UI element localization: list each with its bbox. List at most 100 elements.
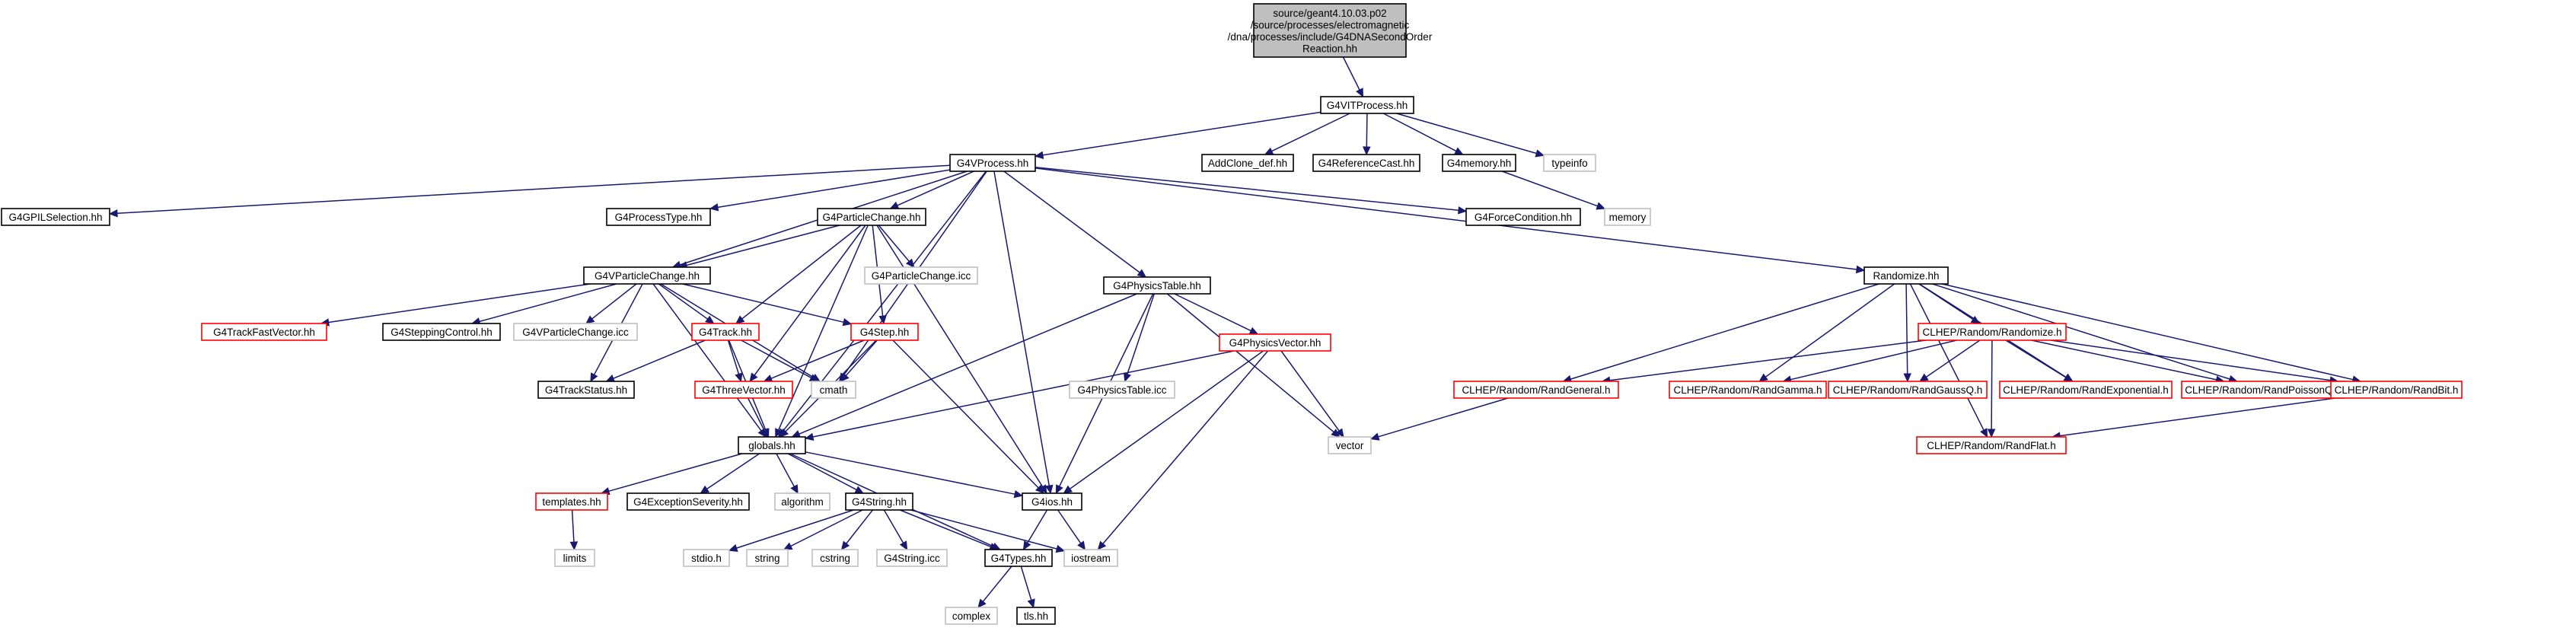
node-clhep-random-randflat-h[interactable]: CLHEP/Random/RandFlat.h — [1916, 436, 2067, 454]
node-algorithm: algorithm — [774, 492, 831, 511]
node-label: string — [754, 553, 779, 564]
node-g4string-hh[interactable]: G4String.hh — [845, 492, 913, 511]
node-g4string-icc: G4String.icc — [876, 549, 948, 567]
node-box — [1320, 96, 1414, 114]
node-g4threevector-hh[interactable]: G4ThreeVector.hh — [694, 381, 793, 399]
node-label: G4ProcessType.hh — [615, 212, 703, 223]
node-templates-hh[interactable]: templates.hh — [535, 492, 608, 511]
node-box — [1669, 381, 1827, 399]
node-randomize-hh[interactable]: Randomize.hh — [1863, 266, 1949, 285]
node-g4physicstable-hh[interactable]: G4PhysicsTable.hh — [1103, 276, 1211, 295]
node-clhep-random-randomize-h[interactable]: CLHEP/Random/Randomize.h — [1918, 323, 2067, 341]
node-g4step-hh[interactable]: G4Step.hh — [850, 323, 919, 341]
node-globals-hh[interactable]: globals.hh — [738, 436, 806, 454]
edge-vitprocess-to-g4memory — [1382, 113, 1464, 155]
node-clhep-random-randgeneral-h[interactable]: CLHEP/Random/RandGeneral.h — [1453, 381, 1619, 399]
node-box — [694, 381, 793, 399]
node-label: cstring — [820, 553, 850, 564]
edge-pchange-to-pchangeicc — [878, 225, 915, 268]
node-label: G4GPILSelection.hh — [8, 212, 102, 223]
node-box — [817, 208, 926, 226]
node-box — [1, 208, 110, 226]
node-vector: vector — [1328, 436, 1372, 454]
edge-vprocess-to-proctype — [709, 169, 951, 212]
node-g4trackstatus-hh[interactable]: G4TrackStatus.hh — [537, 381, 635, 399]
node-g4forcecondition-hh[interactable]: G4ForceCondition.hh — [1465, 208, 1581, 226]
edge-randomize-to-randgeneral — [1562, 283, 1879, 383]
node-addclone-def-hh[interactable]: AddClone_def.hh — [1201, 154, 1294, 172]
node-clhep-random-randpoissonq-h[interactable]: CLHEP/Random/RandPoissonQ.h — [2181, 381, 2345, 399]
node-box — [1022, 492, 1082, 511]
node-label: typeinfo — [1551, 158, 1587, 169]
node-g4physicstable-icc: G4PhysicsTable.icc — [1069, 381, 1175, 399]
node-g4vitprocess-hh[interactable]: G4VITProcess.hh — [1320, 96, 1414, 114]
node-box — [535, 492, 608, 511]
edge-g4ios-to-g4types — [1022, 509, 1048, 551]
edge-pchange-to-g4ios — [876, 225, 1047, 495]
node-label: G4String.icc — [884, 553, 940, 564]
edge-clheprandomize-to-randbit — [2050, 339, 2339, 384]
node-box — [1253, 3, 1407, 58]
node-label: CLHEP/Random/RandGamma.h — [1673, 384, 1822, 396]
node-g4vparticlechange-hh[interactable]: G4VParticleChange.hh — [583, 266, 711, 285]
edge-root-to-vitprocess — [1342, 56, 1364, 98]
edge-physvector-to-globals — [804, 350, 1235, 441]
node-g4steppingcontrol-hh[interactable]: G4SteppingControl.hh — [382, 323, 501, 341]
edge-templates-to-limits — [569, 509, 579, 551]
node-g4gpilselection-hh[interactable]: G4GPILSelection.hh — [1, 208, 110, 226]
node-g4track-hh[interactable]: G4Track.hh — [691, 323, 760, 341]
node-box — [1069, 381, 1175, 399]
node-box — [683, 549, 730, 567]
node-tls-hh[interactable]: tls.hh — [1016, 607, 1056, 625]
node-g4exceptionseverity-hh[interactable]: G4ExceptionSeverity.hh — [626, 492, 750, 511]
edge-globals-to-g4ios — [805, 451, 1024, 499]
node-g4referencecast-hh[interactable]: G4ReferenceCast.hh — [1312, 154, 1420, 172]
node-clhep-random-randgaussq-h[interactable]: CLHEP/Random/RandGaussQ.h — [1828, 381, 1988, 399]
node-string: string — [746, 549, 789, 567]
node-typeinfo: typeinfo — [1543, 154, 1596, 172]
edge-physvector-to-iostream — [1097, 350, 1269, 550]
node-box — [1918, 323, 2067, 341]
node-label: G4VITProcess.hh — [1327, 100, 1408, 111]
node-label: G4TrackStatus.hh — [545, 384, 627, 396]
node-g4trackfastvector-hh[interactable]: G4TrackFastVector.hh — [201, 323, 327, 341]
node-complex: complex — [945, 607, 998, 625]
node-box — [1604, 208, 1651, 226]
node-memory: memory — [1604, 208, 1651, 226]
node-g4processtype-hh[interactable]: G4ProcessType.hh — [606, 208, 711, 226]
node-label: G4Types.hh — [991, 553, 1047, 564]
node-label: G4PhysicsVector.hh — [1229, 337, 1321, 349]
node-box — [1916, 436, 2067, 454]
edge-g4string-to-g4types — [899, 509, 999, 550]
node-g4particlechange-hh[interactable]: G4ParticleChange.hh — [817, 208, 926, 226]
node-label: G4ios.hh — [1031, 496, 1073, 508]
edge-g4string-to-cstring — [840, 509, 873, 550]
node-g4types-hh[interactable]: G4Types.hh — [984, 549, 1053, 567]
node-box — [864, 266, 978, 285]
edge-physvector-to-g4ios — [1063, 350, 1264, 494]
node-reaction-hh[interactable]: source/geant4.10.03.p02/source/processes… — [1228, 3, 1433, 58]
node-label: G4VParticleChange.icc — [522, 327, 629, 338]
node-label: CLHEP/Random/Randomize.h — [1922, 327, 2061, 338]
node-g4ios-hh[interactable]: G4ios.hh — [1022, 492, 1082, 511]
node-label: limits — [563, 553, 587, 564]
node-label: G4VParticleChange.hh — [595, 270, 700, 282]
edge-globals-to-algorithm — [776, 453, 799, 495]
edge-track-to-trackstatus — [605, 339, 706, 382]
node-label: AddClone_def.hh — [1208, 158, 1287, 169]
node-g4physicsvector-hh[interactable]: G4PhysicsVector.hh — [1219, 333, 1331, 352]
node-box — [850, 323, 919, 341]
node-label: memory — [1609, 212, 1647, 223]
node-g4vprocess-hh[interactable]: G4VProcess.hh — [949, 154, 1036, 172]
node-g4memory-hh[interactable]: G4memory.hh — [1442, 154, 1516, 172]
node-clhep-random-randbit-h[interactable]: CLHEP/Random/RandBit.h — [2330, 381, 2463, 399]
node-label: G4PhysicsTable.hh — [1113, 280, 1201, 292]
edge-randomize-to-randgamma — [1758, 283, 1895, 382]
node-label: CLHEP/Random/RandBit.h — [2335, 384, 2459, 396]
node-clhep-random-randexponential-h[interactable]: CLHEP/Random/RandExponential.h — [1999, 381, 2173, 399]
edge-g4string-to-g4stringicc — [883, 509, 908, 551]
node-clhep-random-randgamma-h[interactable]: CLHEP/Random/RandGamma.h — [1669, 381, 1827, 399]
edge-vpchange-to-trackfast — [320, 283, 591, 327]
node-box — [1828, 381, 1988, 399]
edge-randomize-to-randpoisson — [1932, 283, 2238, 383]
